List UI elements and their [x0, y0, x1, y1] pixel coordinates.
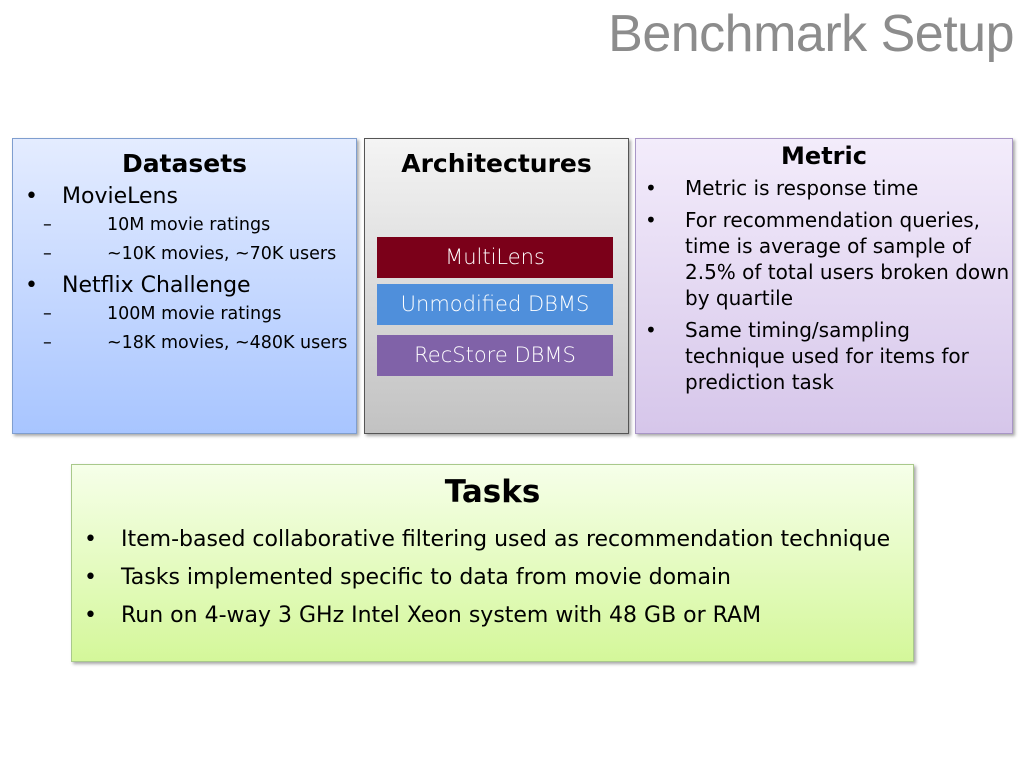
bullet-icon: •: [84, 603, 97, 628]
bullet-icon: •: [25, 273, 38, 298]
list-item: – 100M movie ratings: [13, 304, 356, 324]
architecture-recstore-dbms: RecStore DBMS: [377, 335, 613, 376]
dash-icon: –: [43, 244, 52, 264]
list-item: • Tasks implemented specific to data from…: [72, 562, 913, 593]
list-item: • Metric is response time: [636, 175, 1012, 201]
bullet-icon: •: [645, 208, 657, 232]
task-text: Run on 4-way 3 GHz Intel Xeon system wit…: [121, 603, 762, 628]
task-text: Tasks implemented specific to data from …: [121, 565, 731, 590]
bullet-icon: •: [645, 318, 657, 342]
list-item: • Run on 4-way 3 GHz Intel Xeon system wi…: [72, 600, 913, 631]
bullet-icon: •: [25, 184, 38, 209]
datasets-panel: Datasets • MovieLens – 10M movie ratings …: [12, 138, 357, 434]
metric-list: • Metric is response time • For recommenda…: [636, 175, 1012, 395]
list-item: • Netflix Challenge – 100M movie ratings …: [13, 273, 356, 353]
list-item: – ~18K movies, ~480K users: [13, 333, 356, 353]
architectures-panel: Architectures MultiLens Unmodified DBMS …: [364, 138, 629, 434]
dash-icon: –: [43, 333, 52, 353]
dataset-sublist: – 100M movie ratings – ~18K movies, ~480K …: [43, 304, 356, 353]
dataset-detail: ~10K movies, ~70K users: [107, 244, 337, 264]
list-item: • MovieLens – 10M movie ratings – ~10K mov…: [13, 184, 356, 264]
architecture-unmodified-dbms: Unmodified DBMS: [377, 284, 613, 325]
list-item: – ~10K movies, ~70K users: [13, 244, 356, 264]
metric-text: Metric is response time: [685, 176, 919, 200]
metric-text: For recommendation queries, time is aver…: [685, 208, 1010, 310]
dataset-detail: 10M movie ratings: [107, 215, 271, 235]
dash-icon: –: [43, 215, 52, 235]
list-item: – 10M movie ratings: [13, 215, 356, 235]
datasets-heading: Datasets: [121, 149, 248, 178]
slide-title: Benchmark Setup: [608, 5, 1014, 63]
bullet-icon: •: [645, 176, 657, 200]
metric-panel: Metric • Metric is response time • For rec…: [635, 138, 1013, 434]
dataset-label: Netflix Challenge: [62, 273, 251, 298]
dash-icon: –: [43, 304, 52, 324]
dataset-detail: ~18K movies, ~480K users: [107, 333, 348, 353]
task-text: Item-based collaborative filtering used …: [121, 527, 891, 552]
dataset-label: MovieLens: [62, 184, 178, 209]
tasks-list: • Item-based collaborative filtering used…: [72, 524, 913, 631]
metric-heading: Metric: [781, 142, 867, 170]
list-item: • Same timing/sampling technique used for…: [636, 317, 1012, 395]
list-item: • For recommendation queries, time is ave…: [636, 207, 1012, 311]
architectures-heading: Architectures: [401, 149, 592, 178]
bullet-icon: •: [84, 527, 97, 552]
datasets-list: • MovieLens – 10M movie ratings – ~10K mov…: [13, 184, 356, 353]
dataset-sublist: – 10M movie ratings – ~10K movies, ~70K us…: [43, 215, 356, 264]
dataset-detail: 100M movie ratings: [107, 304, 282, 324]
bullet-icon: •: [84, 565, 97, 590]
architecture-multilens: MultiLens: [377, 237, 613, 278]
tasks-heading: Tasks: [444, 474, 541, 510]
list-item: • Item-based collaborative filtering used…: [72, 524, 913, 555]
metric-text: Same timing/sampling technique used for …: [685, 318, 969, 394]
tasks-panel: Tasks • Item-based collaborative filterin…: [71, 464, 914, 662]
